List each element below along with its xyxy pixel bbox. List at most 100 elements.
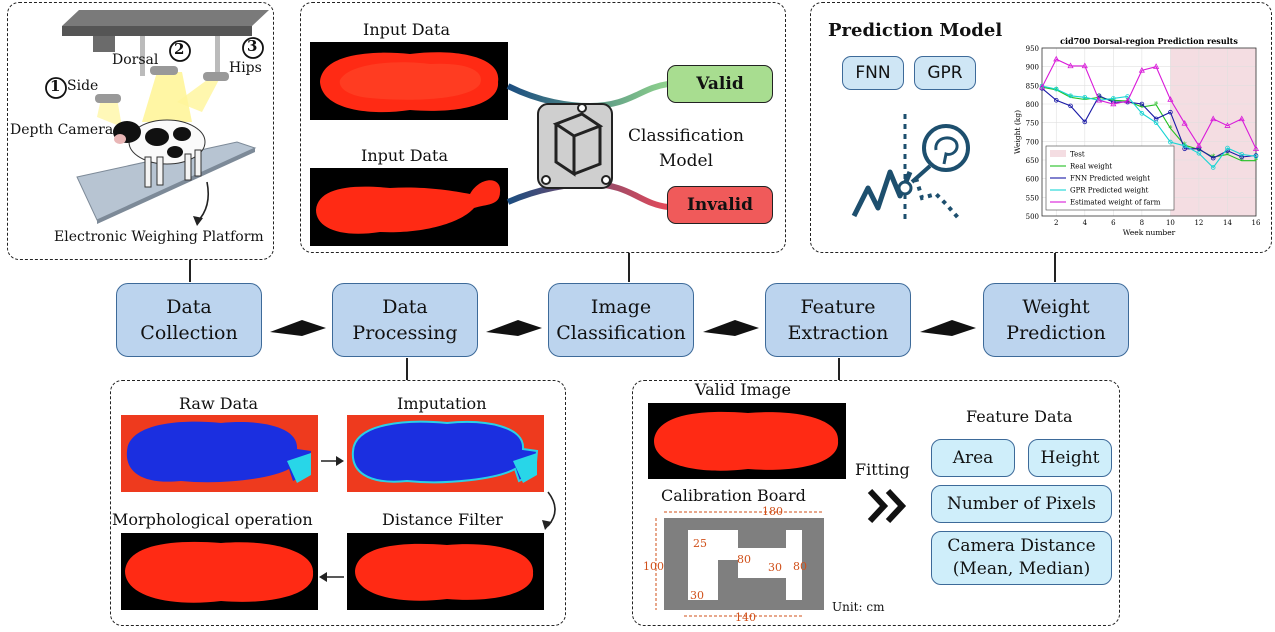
chart-xlabel: Week number: [1123, 228, 1176, 237]
series-point: [1224, 122, 1231, 128]
series-point: [1239, 154, 1245, 160]
raw-data-image: [121, 415, 318, 492]
dim-25: 25: [693, 537, 707, 550]
classification-model-label: Classification Model: [628, 126, 744, 171]
fitting-label: Fitting: [855, 460, 910, 479]
series-point: [1138, 66, 1145, 73]
series-point: *: [1054, 86, 1058, 95]
series-point: *: [1140, 103, 1144, 112]
series-point: *: [1154, 101, 1158, 110]
dorsal-label: Dorsal: [112, 52, 159, 68]
input-data-label-1: Input Data: [363, 20, 451, 39]
series-line-gpr-predicted-weight: [1041, 85, 1257, 169]
prediction-icon: [851, 114, 970, 224]
series-point: [1124, 97, 1131, 104]
series-point: [1095, 96, 1103, 103]
connector-prediction: [1054, 253, 1056, 282]
series-point: [1082, 94, 1088, 100]
chart-x-tick: 4: [1083, 219, 1088, 227]
chart-y-tick: 500: [1026, 213, 1039, 221]
series-point: *: [1240, 157, 1244, 166]
series-point: [1196, 146, 1202, 152]
series-line-fnn-predicted-weight: [1041, 87, 1257, 159]
series-point: [1082, 119, 1088, 125]
chart-test-region: [1170, 48, 1256, 216]
chart-frame: [1041, 47, 1257, 217]
series-point: *: [1225, 150, 1229, 159]
dim-100: 100: [643, 560, 664, 573]
series-point: [1068, 93, 1073, 99]
valid-input-image: [310, 42, 508, 120]
distance-filter-image: [347, 533, 544, 610]
unit-label: Unit: cm: [832, 600, 885, 614]
connector-processing: [406, 358, 408, 380]
series-point: *: [1083, 96, 1087, 105]
step-feature-extraction: Feature Extraction: [765, 283, 911, 357]
dim-180: 180: [762, 505, 783, 518]
chart-x-tick: 2: [1054, 219, 1058, 227]
dim-30-right: 30: [768, 561, 782, 574]
series-point: [1196, 150, 1202, 156]
series-point: [1111, 96, 1116, 101]
series-point: [1068, 103, 1073, 109]
chart-x-tick: 10: [1166, 219, 1175, 227]
chart-x-tick: 12: [1194, 219, 1203, 227]
calibration-board: [655, 511, 824, 617]
chart-y-tick: 900: [1026, 64, 1039, 72]
series-point: [1182, 143, 1187, 149]
distance-filter-label: Distance Filter: [382, 510, 503, 529]
connector-collection: [189, 260, 191, 282]
step-weight-prediction: Weight Prediction: [983, 283, 1129, 357]
legend-label: GPR Predicted weight: [1070, 187, 1149, 195]
series-point: [1168, 139, 1173, 145]
step-data-processing: Data Processing: [332, 283, 478, 357]
camera-number-1: 1: [50, 77, 61, 95]
camera-number-2: 2: [174, 40, 185, 58]
series-point: [1139, 111, 1145, 116]
series-point: [1139, 101, 1145, 107]
gpr-badge: GPR: [914, 56, 976, 90]
series-point: [1053, 55, 1060, 62]
step-data-collection: Data Collection: [116, 283, 262, 357]
chart-x-tick: 14: [1223, 219, 1232, 227]
chart-y-tick: 850: [1026, 82, 1039, 90]
series-point: [1053, 86, 1059, 92]
series-line-estimated-weight-of-farm: [1041, 58, 1257, 150]
series-point: [1210, 115, 1217, 122]
feature-number-of-pixels: Number of Pixels: [931, 485, 1112, 523]
series-point: [1167, 96, 1174, 102]
feature-camera-distance: Camera Distance (Mean, Median): [931, 531, 1112, 585]
calibration-board-label: Calibration Board: [661, 486, 806, 505]
series-point: *: [1254, 157, 1258, 166]
feature-data-title: Feature Data: [966, 407, 1073, 426]
series-point: [1182, 146, 1187, 152]
dim-80-inner: 80: [737, 553, 751, 566]
chart-y-tick: 700: [1026, 138, 1039, 146]
weighing-platform-label: Electronic Weighing Platform: [54, 229, 264, 245]
chart-y-tick: 550: [1026, 194, 1039, 202]
legend-label: Test: [1070, 151, 1085, 159]
prediction-model-title: Prediction Model: [828, 20, 1003, 41]
series-point: [1252, 145, 1260, 151]
chart-ylabel: Weight (kg): [1013, 110, 1022, 154]
invalid-badge: Invalid: [667, 186, 773, 224]
chart-title: cid700 Dorsal-region Prediction results: [1060, 36, 1238, 46]
morphological-label: Morphological operation: [112, 510, 313, 529]
imputation-label: Imputation: [397, 394, 487, 413]
legend-label: FNN Predicted weight: [1070, 175, 1150, 183]
chart-x-tick: 8: [1140, 219, 1144, 227]
connector-classification: [628, 253, 630, 282]
valid-image: [648, 403, 846, 479]
chart-x-tick: 6: [1111, 219, 1116, 227]
legend-label: Real weight: [1070, 163, 1112, 171]
valid-image-label: Valid Image: [695, 380, 791, 399]
series-point: [1210, 155, 1216, 161]
chart-y-tick: 650: [1026, 157, 1039, 165]
dim-30-bottom: 30: [690, 589, 704, 602]
input-data-label-2: Input Data: [361, 146, 449, 165]
step-image-classification: Image Classification: [548, 283, 694, 357]
series-point: [1238, 115, 1245, 122]
side-label: Side: [67, 78, 99, 94]
